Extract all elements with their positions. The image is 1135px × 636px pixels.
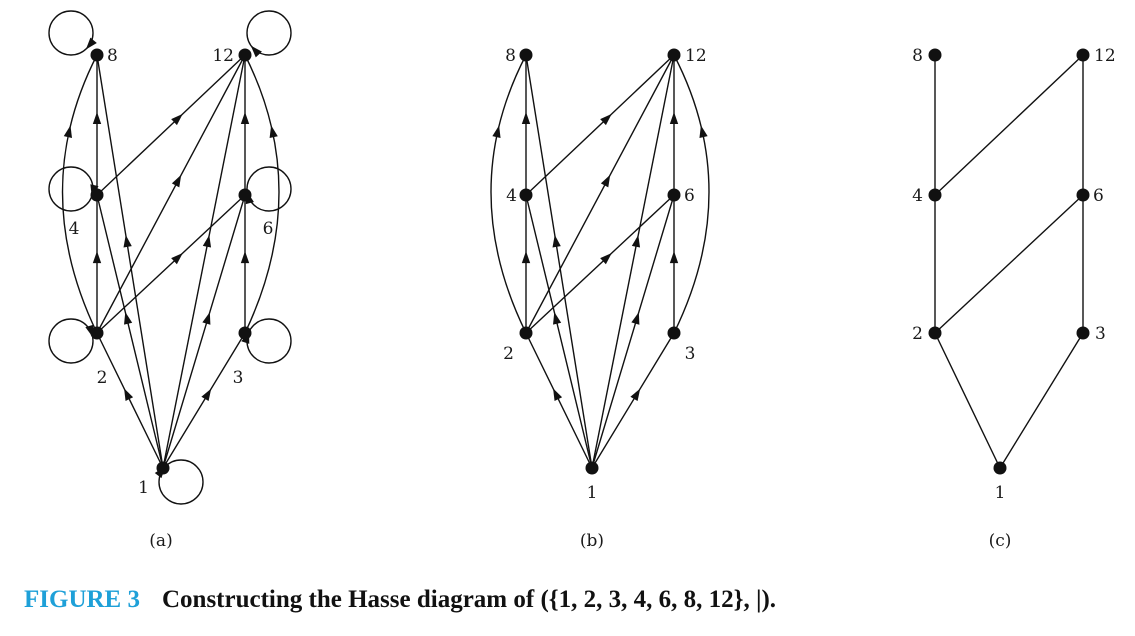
- edge-1-3: [999, 332, 1084, 469]
- self-loop-8: [48, 10, 97, 56]
- edge-4-8: [521, 55, 531, 195]
- node-6: [667, 188, 681, 202]
- node-label-12: 12: [685, 46, 707, 66]
- node-1: [585, 461, 599, 475]
- node-label-1: 1: [138, 478, 149, 498]
- node-label-1: 1: [587, 483, 598, 503]
- edge-1-6: [591, 194, 675, 469]
- edge-2-12: [525, 54, 675, 334]
- node-2: [519, 326, 533, 340]
- edge-6-12: [240, 55, 250, 195]
- node-8: [519, 48, 533, 62]
- node-12: [1076, 48, 1090, 62]
- edge-1-2: [96, 332, 164, 469]
- panel-a-label: (a): [149, 531, 172, 551]
- edge-1-12: [591, 54, 675, 469]
- node-label-8: 8: [107, 46, 118, 66]
- node-4: [519, 188, 533, 202]
- node-label-6: 6: [684, 186, 695, 206]
- panel-b-label: (b): [580, 531, 604, 551]
- node-label-6: 6: [1093, 186, 1104, 206]
- node-8: [928, 48, 942, 62]
- node-label-3: 3: [233, 368, 244, 388]
- edge-2-6: [96, 194, 246, 334]
- edge-3-12: [673, 54, 710, 334]
- self-loop-4: [48, 166, 99, 212]
- node-12: [238, 48, 252, 62]
- node-label-12: 12: [1094, 46, 1116, 66]
- node-6: [1076, 188, 1090, 202]
- node-label-4: 4: [912, 186, 923, 206]
- figure-caption: FIGURE 3 Constructing the Hasse diagram o…: [24, 586, 776, 614]
- node-2: [928, 326, 942, 340]
- edge-1-2: [934, 332, 1001, 469]
- caption-text: Constructing the Hasse diagram of ({1, 2…: [161, 586, 777, 613]
- edge-4-12: [525, 54, 675, 196]
- node-label-3: 3: [685, 344, 696, 364]
- node-2: [90, 326, 104, 340]
- node-label-12: 12: [212, 46, 234, 66]
- node-12: [667, 48, 681, 62]
- node-4: [928, 188, 942, 202]
- edge-1-3: [591, 332, 675, 469]
- edge-3-6: [669, 195, 679, 333]
- edge-1-12: [162, 54, 246, 469]
- node-3: [667, 326, 681, 340]
- node-label-6: 6: [263, 219, 274, 239]
- edge-3-12: [244, 54, 280, 334]
- node-6: [238, 188, 252, 202]
- edge-2-6: [525, 194, 675, 334]
- edge-2-4: [92, 195, 102, 333]
- node-label-2: 2: [912, 324, 923, 344]
- node-1: [993, 461, 1007, 475]
- node-label-4: 4: [506, 186, 517, 206]
- node-8: [90, 48, 104, 62]
- node-3: [1076, 326, 1090, 340]
- edge-4-8: [92, 55, 102, 195]
- node-3: [238, 326, 252, 340]
- self-loop-12: [246, 10, 292, 58]
- node-label-8: 8: [505, 46, 516, 66]
- self-loop-2: [48, 318, 94, 364]
- node-label-1: 1: [995, 483, 1006, 503]
- edge-1-3: [162, 332, 246, 469]
- edge-2-8: [490, 54, 527, 334]
- node-1: [156, 461, 170, 475]
- edge-1-4: [525, 194, 593, 469]
- edge-2-8: [61, 54, 98, 334]
- node-label-3: 3: [1095, 324, 1106, 344]
- edge-1-4: [96, 194, 164, 469]
- edge-1-8: [96, 54, 164, 469]
- node-label-8: 8: [912, 46, 923, 66]
- self-loop-6: [245, 166, 292, 212]
- panel-c-label: (c): [989, 531, 1012, 551]
- edge-2-6: [934, 194, 1084, 334]
- node-label-2: 2: [97, 368, 108, 388]
- edge-1-8: [525, 54, 593, 469]
- edge-2-4: [521, 195, 531, 333]
- edge-1-6: [162, 194, 246, 469]
- edge-6-12: [669, 55, 679, 195]
- edge-2-12: [96, 54, 246, 334]
- edge-4-12: [934, 54, 1084, 196]
- node-label-4: 4: [69, 219, 80, 239]
- edge-3-6: [240, 195, 250, 333]
- edge-1-2: [525, 332, 593, 469]
- figure-number: FIGURE 3: [24, 586, 140, 613]
- node-label-2: 2: [503, 344, 514, 364]
- node-4: [90, 188, 104, 202]
- edge-4-12: [96, 54, 246, 196]
